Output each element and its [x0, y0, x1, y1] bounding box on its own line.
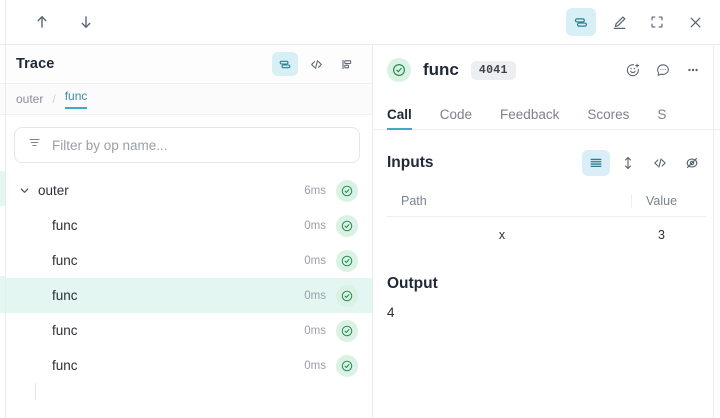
trace-panel: Trace	[0, 45, 373, 418]
output-value: 4	[387, 305, 395, 320]
tree-row-outer[interactable]: outer 6ms	[0, 173, 372, 208]
breadcrumb-separator: /	[52, 92, 56, 106]
code-icon[interactable]	[646, 150, 674, 176]
table-row[interactable]: x 3	[387, 217, 706, 253]
list-view-icon[interactable]	[582, 150, 610, 176]
left-rail-divider	[5, 0, 6, 418]
inputs-section-header: Inputs	[387, 150, 706, 176]
filter-input-placeholder: Filter by op name...	[52, 137, 168, 153]
eye-slash-icon[interactable]	[678, 150, 706, 176]
gantt-icon[interactable]	[334, 52, 360, 76]
column-header-path: Path	[401, 194, 427, 208]
call-detail-body: Inputs	[373, 130, 720, 418]
top-toolbar	[0, 0, 720, 45]
tab-code[interactable]: Code	[439, 107, 473, 122]
status-success-icon	[336, 179, 358, 202]
cell-path: x	[498, 228, 506, 242]
trace-tree: outer 6ms func 0ms	[0, 173, 372, 418]
inputs-table-header: Path Value	[387, 186, 706, 217]
edit-pencil-button[interactable]	[604, 8, 634, 36]
breadcrumb-item-func[interactable]: func	[64, 89, 88, 109]
breadcrumb: outer / func	[0, 84, 372, 115]
tree-row-label: func	[52, 253, 78, 268]
layers-icon[interactable]	[272, 52, 298, 76]
trace-panel-header: Trace	[0, 45, 372, 84]
tree-row-duration: 6ms	[304, 184, 326, 197]
breadcrumb-item-outer[interactable]: outer	[16, 91, 44, 106]
detail-right-divider	[713, 45, 714, 418]
filter-container: Filter by op name...	[0, 115, 372, 173]
tree-row-func-3-selected[interactable]: func 0ms	[0, 278, 372, 313]
call-detail-header: func 4041	[373, 45, 720, 95]
rail-selected-strip	[0, 276, 5, 311]
column-header-value: Value	[631, 194, 706, 208]
tree-row-func-4[interactable]: func 0ms	[0, 313, 372, 348]
tree-row-duration: 0ms	[304, 289, 326, 302]
tree-row-label: func	[52, 218, 78, 233]
status-success-icon	[336, 319, 358, 342]
status-success-icon	[387, 58, 411, 82]
output-title: Output	[387, 275, 438, 292]
fullscreen-button[interactable]	[642, 8, 672, 36]
inputs-table: Path Value x 3	[387, 186, 706, 253]
tab-scores[interactable]: Scores	[587, 107, 630, 122]
tab-call[interactable]: Call	[387, 107, 426, 130]
tree-row-duration: 0ms	[304, 219, 326, 232]
tree-row-duration: 0ms	[304, 324, 326, 337]
more-options-icon[interactable]	[680, 57, 706, 83]
tree-row-func-2[interactable]: func 0ms	[0, 243, 372, 278]
tree-row-func-5[interactable]: func 0ms	[0, 348, 372, 383]
tree-row-duration: 0ms	[304, 254, 326, 267]
filter-input-box[interactable]: Filter by op name...	[14, 127, 360, 163]
chevron-down-icon[interactable]	[16, 183, 32, 199]
expand-rows-icon[interactable]	[614, 150, 642, 176]
tree-row-duration: 0ms	[304, 359, 326, 372]
tree-row-label: func	[52, 288, 78, 303]
main-split: Trace	[0, 45, 720, 418]
tree-row-label: outer	[38, 183, 69, 198]
close-button[interactable]	[680, 8, 710, 36]
emoji-add-icon[interactable]	[620, 57, 646, 83]
status-success-icon	[336, 249, 358, 272]
tab-feedback[interactable]: Feedback	[500, 107, 560, 122]
call-title: func	[423, 60, 459, 79]
call-detail-actions	[620, 57, 706, 83]
call-detail-panel: func 4041	[373, 45, 720, 418]
comment-icon[interactable]	[650, 57, 676, 83]
nav-up-button[interactable]	[27, 8, 57, 36]
code-icon[interactable]	[303, 52, 329, 76]
cell-value: 3	[658, 228, 665, 242]
tree-row-label: func	[52, 323, 78, 338]
output-section: Output 4	[387, 275, 706, 320]
status-success-icon	[336, 284, 358, 307]
rail-selected-strip-top	[0, 171, 5, 206]
trace-panel-title: Trace	[16, 56, 55, 72]
inputs-title: Inputs	[387, 154, 434, 171]
trace-tree-toggle-button[interactable]	[566, 8, 596, 36]
tree-row-func-1[interactable]: func 0ms	[0, 208, 372, 243]
top-toolbar-actions	[566, 0, 710, 44]
call-detail-tabs: Call Code Feedback Scores S	[373, 95, 720, 130]
status-success-icon	[336, 214, 358, 237]
tab-summary-truncated[interactable]: S	[657, 107, 667, 122]
top-toolbar-nav	[0, 8, 101, 36]
call-id-badge: 4041	[470, 60, 516, 80]
nav-down-button[interactable]	[71, 8, 101, 36]
filter-icon	[27, 135, 42, 155]
inputs-view-switcher	[582, 150, 706, 176]
trace-view-switcher	[272, 52, 360, 76]
tree-row-label: func	[52, 358, 78, 373]
status-success-icon	[336, 354, 358, 377]
